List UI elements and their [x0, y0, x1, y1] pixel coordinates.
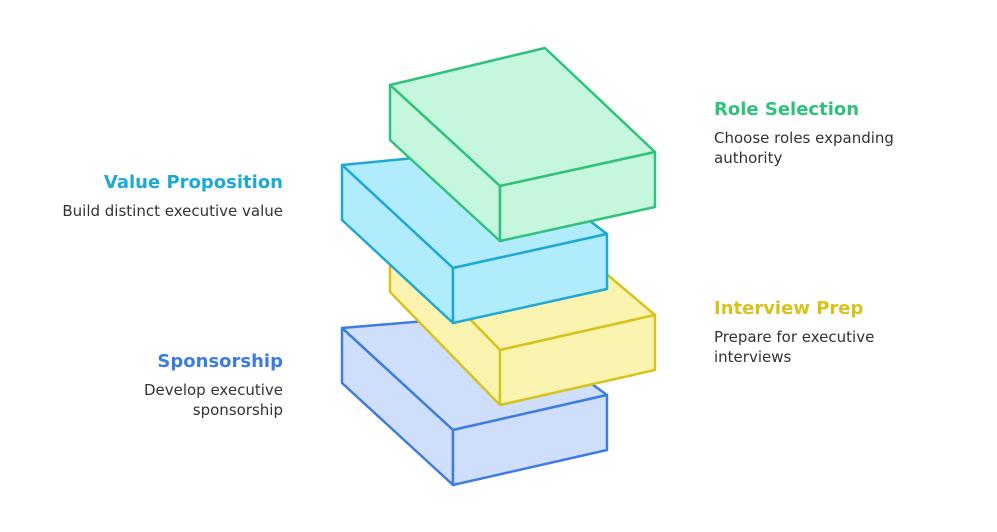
role-selection-desc-line-2: authority — [714, 149, 783, 167]
interview-prep-title: Interview Prep — [714, 298, 864, 319]
value-proposition-desc-line-1: Build distinct executive value — [62, 202, 283, 220]
value-proposition-block-right — [451, 232, 609, 325]
role-selection-title: Role Selection — [714, 99, 860, 120]
sponsorship-label: Sponsorship Develop executive sponsorshi… — [0, 350, 283, 420]
sponsorship-block-right — [451, 393, 609, 487]
value-proposition-label: Value Proposition Build distinct executi… — [0, 171, 283, 221]
sponsorship-title: Sponsorship — [157, 351, 283, 372]
interview-prep-desc-line-1: Prepare for executive — [714, 328, 875, 346]
role-selection-block — [388, 46, 657, 243]
interview-prep-label: Interview Prep Prepare for executive int… — [714, 297, 997, 367]
sponsorship-desc-line-1: Develop executive — [143, 381, 283, 399]
interview-prep-desc-line-2: interviews — [714, 348, 792, 366]
role-selection-desc-line-1: Choose roles expanding — [714, 129, 894, 147]
role-selection-label: Role Selection Choose roles expanding au… — [714, 98, 997, 168]
value-proposition-title: Value Proposition — [103, 172, 283, 193]
role-selection-block-right — [498, 150, 657, 243]
sponsorship-desc-line-2: sponsorship — [192, 401, 283, 419]
interview-prep-block-right — [498, 313, 657, 407]
